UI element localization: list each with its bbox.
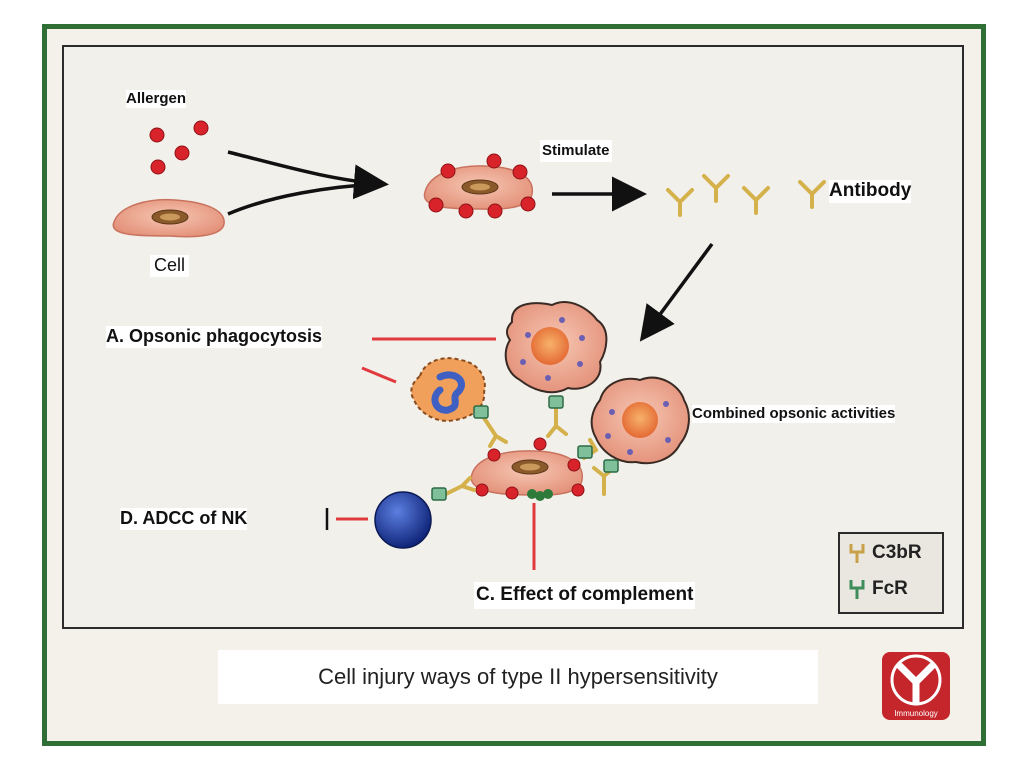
legend-row-c3br: C3bR (848, 542, 922, 564)
arrow-cell (227, 182, 383, 216)
combined-opsonic-label: Combined opsonic activities (692, 405, 896, 423)
macrophage-top (504, 301, 608, 394)
allergen-particles (149, 120, 209, 175)
allergen-label: Allergen (126, 90, 187, 108)
c3br-icon (849, 544, 865, 563)
adcc-label: D. ADCC of NK (120, 508, 248, 530)
immunology-logo-icon: Immunology (882, 652, 950, 720)
complement-label: C. Effect of complement (474, 582, 696, 609)
nk-cell (374, 491, 432, 549)
legend-row-fcr: FcR (848, 578, 908, 600)
macrophage-right (590, 376, 690, 465)
stimulate-label: Stimulate (540, 140, 612, 162)
antibody-bridges (431, 395, 619, 501)
antibody-label: Antibody (829, 180, 912, 203)
svg-text:Immunology: Immunology (894, 709, 938, 718)
fcr-text: FcR (872, 578, 908, 599)
receptor-legend: C3bR FcR (838, 532, 944, 614)
sensitized-cell (423, 153, 536, 219)
arrow-allergen (227, 150, 389, 200)
fcr-icon (849, 580, 865, 599)
diagram-caption: Cell injury ways of type II hypersensiti… (218, 650, 818, 704)
opsonic-phagocytosis-label: A. Opsonic phagocytosis (106, 326, 323, 348)
opsonized-target-cell (470, 437, 585, 501)
cell-label: Cell (150, 255, 190, 277)
immunology-logo: Immunology (880, 650, 952, 722)
antibody-group (666, 174, 826, 217)
target-cell (112, 198, 225, 238)
c3br-text: C3bR (872, 542, 922, 563)
arrow-antibody-to-effectors (639, 242, 714, 342)
